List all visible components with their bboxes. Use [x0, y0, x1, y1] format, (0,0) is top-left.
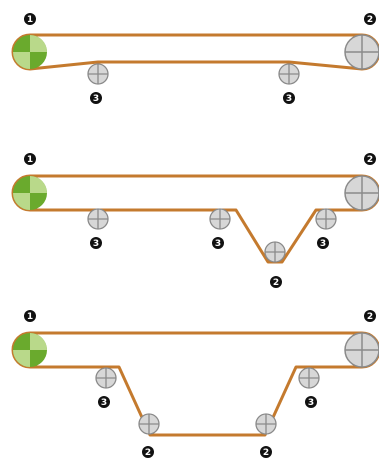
number-marker: 3 — [90, 237, 102, 249]
number-marker: 3 — [90, 92, 102, 104]
svg-text:2: 2 — [367, 312, 373, 322]
end-pulley — [344, 332, 379, 368]
drive-pulley — [13, 35, 47, 69]
number-marker: 3 — [98, 396, 110, 408]
svg-text:1: 1 — [27, 155, 33, 165]
svg-text:2: 2 — [273, 278, 279, 288]
number-marker: 2 — [364, 153, 376, 165]
svg-text:3: 3 — [93, 239, 99, 249]
idler-roller — [87, 208, 109, 230]
idler-roller — [298, 367, 320, 389]
idler-roller — [138, 413, 160, 435]
number-marker: 1 — [24, 153, 36, 165]
number-marker: 2 — [142, 446, 154, 458]
svg-text:2: 2 — [263, 448, 269, 458]
svg-text:2: 2 — [367, 155, 373, 165]
end-pulley — [344, 34, 379, 70]
svg-text:1: 1 — [27, 312, 33, 322]
svg-text:3: 3 — [320, 239, 326, 249]
svg-text:2: 2 — [145, 448, 151, 458]
svg-text:3: 3 — [308, 398, 314, 408]
number-marker: 2 — [260, 446, 272, 458]
svg-text:3: 3 — [101, 398, 107, 408]
idler-roller — [87, 63, 109, 85]
drive-pulley — [13, 333, 47, 367]
diagram-3: 1 2 3 3 2 2 — [11, 310, 379, 458]
number-marker: 3 — [317, 237, 329, 249]
svg-text:3: 3 — [93, 94, 99, 104]
idler-roller — [264, 241, 286, 263]
idler-roller — [95, 367, 117, 389]
number-marker: 3 — [283, 92, 295, 104]
idler-roller — [255, 413, 277, 435]
number-marker: 2 — [270, 276, 282, 288]
svg-text:1: 1 — [27, 15, 33, 25]
diagram-2: 1 2 3 3 3 2 — [11, 153, 379, 288]
number-marker: 1 — [24, 310, 36, 322]
number-marker: 2 — [364, 310, 376, 322]
belt-path — [11, 33, 379, 71]
end-pulley — [344, 175, 379, 211]
belt-path — [11, 331, 379, 437]
number-marker: 3 — [212, 237, 224, 249]
svg-text:2: 2 — [367, 15, 373, 25]
number-marker: 2 — [364, 13, 376, 25]
diagram-1: 1 2 3 3 — [11, 13, 379, 104]
idler-roller — [315, 208, 337, 230]
number-marker: 3 — [305, 396, 317, 408]
idler-roller — [278, 63, 300, 85]
number-marker: 1 — [24, 13, 36, 25]
svg-text:3: 3 — [286, 94, 292, 104]
idler-roller — [209, 208, 231, 230]
svg-text:3: 3 — [215, 239, 221, 249]
drive-pulley — [13, 176, 47, 210]
